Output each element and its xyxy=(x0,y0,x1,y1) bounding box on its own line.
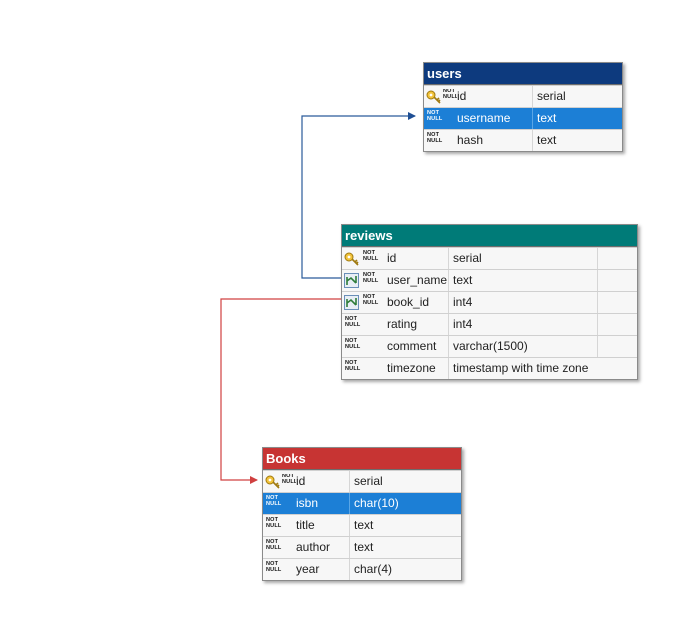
column-name: username xyxy=(457,111,511,125)
column-name: book_id xyxy=(387,295,430,309)
foreign-key-icon xyxy=(344,273,359,288)
column-type: char(4) xyxy=(354,562,393,576)
column-type: serial xyxy=(537,89,566,103)
column-type: serial xyxy=(453,251,482,265)
column-type: text xyxy=(354,518,374,532)
foreign-key-icon xyxy=(344,295,359,310)
column-type: timestamp with time zone xyxy=(453,361,589,375)
primary-key-icon xyxy=(265,474,280,489)
column-type: int4 xyxy=(453,295,473,309)
primary-key-icon xyxy=(344,251,359,266)
column-type: text xyxy=(354,540,374,554)
column-name: hash xyxy=(457,133,484,147)
column-name: user_name xyxy=(387,273,448,287)
column-type: int4 xyxy=(453,317,473,331)
column-type: varchar(1500) xyxy=(453,339,528,353)
column-name: rating xyxy=(387,317,418,331)
table-books-header[interactable]: Books xyxy=(263,448,461,470)
column-type: serial xyxy=(354,474,383,488)
column-name: year xyxy=(296,562,320,576)
column-name: comment xyxy=(387,339,437,353)
column-name: id xyxy=(457,89,467,103)
column-name: id xyxy=(387,251,397,265)
column-type: text xyxy=(537,133,557,147)
column-name: title xyxy=(296,518,315,532)
column-type: text xyxy=(537,111,557,125)
column-name: author xyxy=(296,540,331,554)
column-name: id xyxy=(296,474,306,488)
primary-key-icon xyxy=(426,89,441,104)
table-reviews-header[interactable]: reviews xyxy=(342,225,637,247)
column-type: char(10) xyxy=(354,496,399,510)
column-name: timezone xyxy=(387,361,436,375)
column-type: text xyxy=(453,273,473,287)
table-users-header[interactable]: users xyxy=(424,63,622,85)
column-name: isbn xyxy=(296,496,319,510)
